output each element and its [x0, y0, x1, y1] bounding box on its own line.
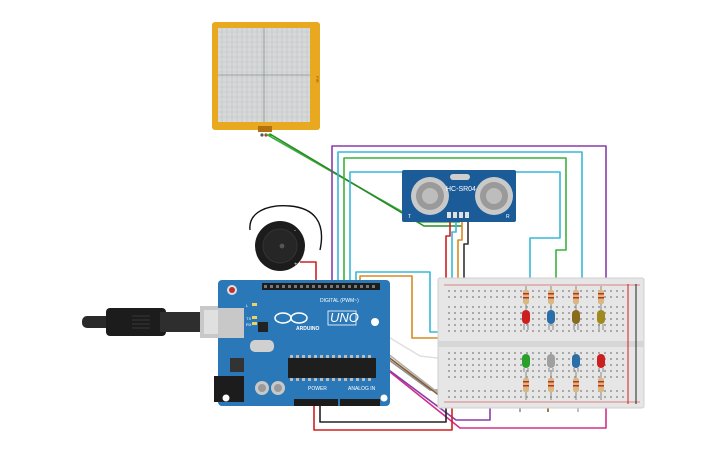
ultrasonic-sensor[interactable]: HC-SR04 T R: [402, 170, 516, 222]
arduino-led-l: L: [246, 303, 249, 308]
svg-text:R: R: [506, 214, 510, 220]
resistor-top-2[interactable]: [548, 286, 554, 310]
wire-cyan-top-1: [337, 151, 583, 306]
wire-orange-mid: [359, 275, 440, 339]
led-top-2[interactable]: [547, 310, 555, 330]
pir-sensor[interactable]: PIR: [212, 22, 320, 137]
led-top-4[interactable]: [597, 310, 605, 330]
arduino-uno-board[interactable]: DIGITAL (PWM~) ARDUINO UNO L TX RX POWER: [214, 280, 390, 406]
resistor-bottom-3[interactable]: [573, 372, 579, 400]
pir-label: PIR: [315, 76, 320, 83]
digital-header-pins: [264, 285, 375, 288]
wire-cyan-mid: [355, 271, 440, 333]
resistor-bottom-4[interactable]: [598, 372, 604, 400]
resistor-bottom-2[interactable]: [548, 372, 554, 400]
svg-text:T: T: [408, 214, 411, 220]
resistor-top-4[interactable]: [598, 286, 604, 310]
wire-sensor-trig: [451, 214, 457, 320]
resistor-bottom-1[interactable]: [523, 372, 529, 400]
led-bottom-4[interactable]: [597, 354, 605, 372]
piezo-buzzer[interactable]: - +: [249, 205, 323, 271]
wire-red-power: [313, 400, 453, 431]
led-bottom-2[interactable]: [547, 354, 555, 372]
arduino-power-label: POWER: [308, 386, 327, 392]
wire-cyan-top-2: [349, 171, 561, 306]
led-array: [522, 286, 605, 400]
led-top-1[interactable]: [522, 310, 530, 330]
arduino-model: UNO: [330, 310, 359, 325]
buzzer-minus: -: [294, 228, 296, 234]
led-bottom-3[interactable]: [572, 354, 580, 372]
breadboard[interactable]: [437, 277, 645, 409]
resistor-top-1[interactable]: [523, 286, 529, 310]
arduino-digital-label: DIGITAL (PWM~): [320, 298, 359, 304]
arduino-logo: ARDUINO UNO: [274, 310, 359, 332]
arduino-analog-label: ANALOG IN: [348, 386, 376, 392]
led-top-3[interactable]: [572, 310, 580, 330]
buzzer-plus: +: [294, 262, 298, 268]
arduino-brand: ARDUINO: [296, 326, 319, 332]
ultrasonic-label: HC-SR04: [446, 186, 476, 193]
arduino-led-rx: RX: [246, 322, 252, 327]
wire-purple-top: [331, 145, 607, 306]
led-bottom-1[interactable]: [522, 354, 530, 372]
arduino-led-tx: TX: [246, 316, 251, 321]
wire-black-gnd: [319, 396, 447, 423]
wire-buzzer-red: [300, 261, 317, 283]
resistor-top-3[interactable]: [573, 286, 579, 310]
wire-green-top: [343, 157, 567, 306]
